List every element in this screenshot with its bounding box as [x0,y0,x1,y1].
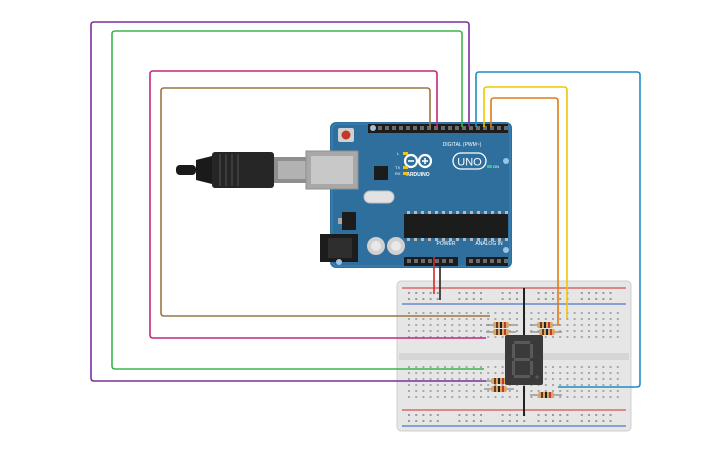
wire-green[interactable] [111,30,484,370]
resistor [486,322,516,328]
wire-orange[interactable] [490,97,559,325]
microcontroller-chip [404,214,508,238]
digital-pins-label: DIGITAL (PWM~) [443,142,482,148]
resistor [530,392,562,398]
arduino-logo [403,153,433,169]
resistor [484,378,514,384]
power-pins-label: POWER [437,241,456,247]
reset-button-cap[interactable] [341,130,351,140]
wire-magenta[interactable] [149,70,486,339]
board-brand: ARDUINO [406,172,429,178]
resistors [484,322,562,398]
resistor [484,386,514,392]
crystal [363,190,395,204]
wire-yellow[interactable] [483,86,568,318]
wire-blue[interactable] [475,71,641,388]
arduino-uno-board[interactable]: UNO ARDUINO L TX RX ON DIGITAL (PWM~) PO… [305,122,512,268]
led-label-on: ON [493,164,499,169]
board-model: UNO [457,157,482,169]
usb-cable [176,152,310,188]
led-label-tx: TX [395,165,400,170]
wire-brown[interactable] [160,87,490,317]
analog-pins-label: ANALOG IN [475,241,503,247]
led-label-l: L [397,151,400,156]
seven-segment-display[interactable]: 8 [505,288,543,416]
resistor [530,322,560,328]
wire-purple[interactable] [90,21,486,382]
wires [90,21,641,388]
resistor [486,329,516,335]
led-label-rx: RX [395,171,401,176]
resistor [530,329,562,335]
